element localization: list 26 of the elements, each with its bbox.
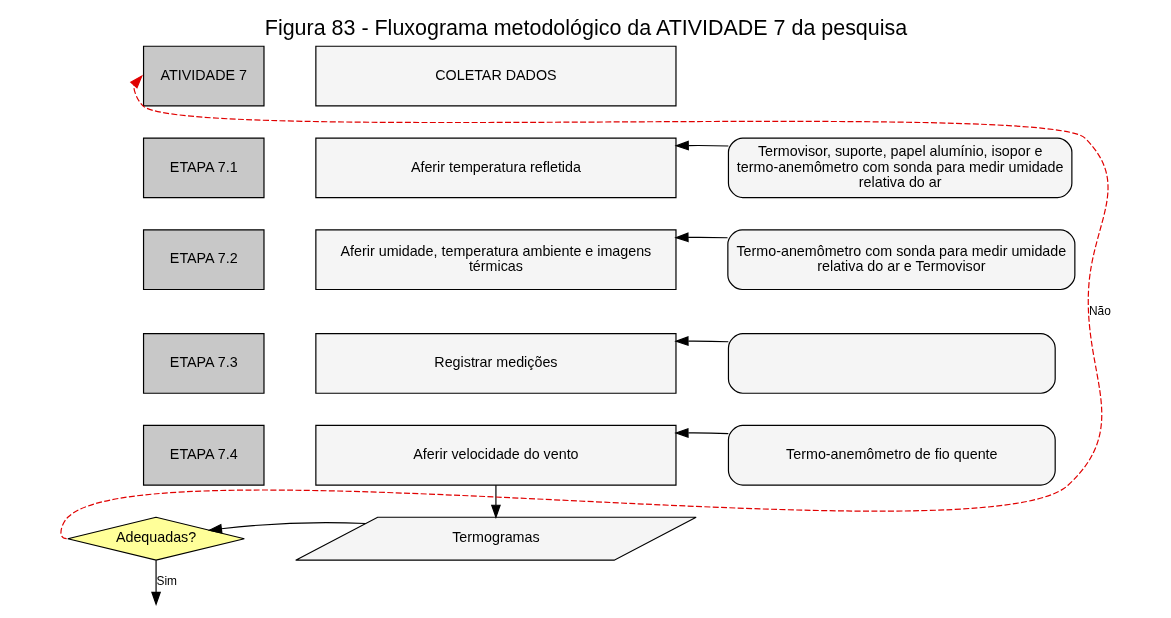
node-box: ETAPA 7.1: [142, 137, 265, 199]
arrow: [673, 336, 729, 347]
arrow: [59, 74, 1108, 540]
node-box: COLETAR DADOS: [314, 45, 677, 107]
node-box: ATIVIDADE 7: [142, 45, 265, 107]
node-box: Aferir temperatura refletida: [314, 137, 677, 199]
node-box: Registrar medições: [314, 333, 677, 394]
node-box: Termo-anemômetro com sonda para medir umidade relativa do ar e Termovisor: [726, 229, 1075, 291]
node-box: ETAPA 7.2: [142, 229, 265, 291]
arrow: [490, 484, 501, 519]
node-box: Aferir umidade, temperatura ambiente e imagens térmicas: [314, 229, 677, 291]
edge-label: Sim: [156, 574, 177, 589]
arrow: [150, 559, 161, 607]
arrow: [673, 232, 728, 243]
diagram-title: Figura 83 - Fluxograma metodológico da ATIVIDADE 7 da pesquisa: [264, 15, 907, 40]
edge-label: Não: [1088, 303, 1111, 318]
node-box: Termovisor, suporte, papel alumínio, isopor e termo-anemômetro com sonda para medir umidade relativa do ar: [727, 137, 1072, 199]
node-box: Termo-anemômetro de fio quente: [727, 424, 1056, 486]
arrow: [207, 522, 366, 534]
node-diamond: Adequadas?: [66, 516, 245, 561]
arrow: [673, 427, 729, 438]
node-box: Aferir velocidade do vento: [314, 424, 677, 486]
node-box: [727, 333, 1056, 394]
node-box: ETAPA 7.4: [142, 424, 265, 486]
arrow: [674, 140, 729, 151]
node-box: ETAPA 7.3: [142, 333, 265, 394]
